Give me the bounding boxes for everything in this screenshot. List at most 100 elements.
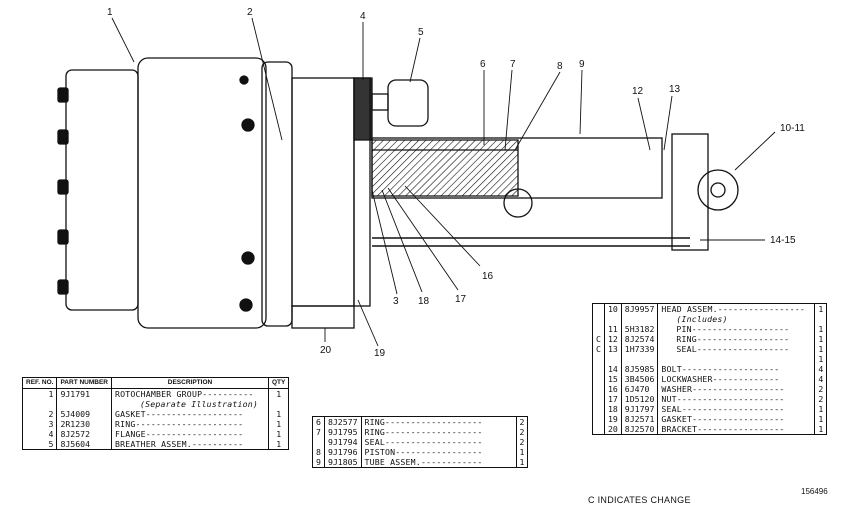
desc-cell: PIN------------------- [657, 324, 816, 334]
desc-cell: LOCKWASHER------------- [657, 374, 816, 384]
part-cell: 1D5120 [621, 394, 659, 404]
callout-3: 3 [393, 296, 399, 307]
callout-6: 6 [480, 59, 486, 70]
qty-cell: 1 [814, 324, 828, 334]
qty-cell: 1 [814, 404, 828, 414]
qty-cell: 1 [814, 414, 828, 424]
qty-cell: 1 [814, 424, 828, 435]
ref-cell: 6 [312, 416, 325, 427]
breather-assembly [387, 79, 429, 127]
desc-cell: SEAL------------------- [361, 437, 517, 447]
column-header-part: PART NUMBER [56, 377, 112, 389]
desc-cell: GASKET------------------- [111, 409, 269, 419]
part-cell: 8J5985 [621, 364, 659, 374]
change-marker [592, 324, 605, 334]
qty-cell: 1 [268, 409, 290, 419]
part-cell [56, 399, 112, 409]
part-cell: 8J5604 [56, 439, 112, 450]
desc-cell: NUT--------------------- [657, 394, 816, 404]
desc-cell: SEAL-------------------- [657, 404, 816, 414]
change-marker [592, 384, 605, 394]
ref-cell: 8 [312, 447, 325, 457]
ref-cell: 20 [604, 424, 622, 435]
desc-cell: FLANGE------------------- [111, 429, 269, 439]
table-row: (Includes) [592, 314, 828, 324]
bracket [291, 305, 355, 329]
ref-cell: 10 [604, 303, 622, 314]
figure-number: 156496 [801, 487, 828, 496]
qty-cell: 4 [814, 374, 828, 384]
change-marker [592, 374, 605, 384]
part-cell: 9J1791 [56, 388, 112, 399]
qty-cell: 1 [268, 388, 290, 399]
ref-cell: 5 [22, 439, 58, 450]
part-cell [621, 354, 659, 364]
qty-cell [268, 399, 290, 409]
part-cell: 1H7339 [621, 344, 659, 354]
column-header-description: DESCRIPTION [111, 377, 269, 389]
desc-cell: SEAL------------------ [657, 344, 816, 354]
part-cell: 5H3182 [621, 324, 659, 334]
callout-13: 13 [669, 84, 681, 95]
ref-cell: 18 [604, 404, 622, 414]
ref-cell: 12 [604, 334, 622, 344]
qty-cell: 1 [268, 429, 290, 439]
change-marker [592, 394, 605, 404]
change-marker [592, 364, 605, 374]
callout-7: 7 [510, 59, 516, 70]
part-cell: 8J2577 [324, 416, 362, 427]
desc-cell: BOLT------------------- [657, 364, 816, 374]
part-cell: 5J4009 [56, 409, 112, 419]
ref-cell [604, 314, 622, 324]
desc-cell: RING--------------------- [111, 419, 269, 429]
ref-cell [22, 399, 58, 409]
desc-cell [657, 354, 816, 364]
callout-9: 9 [579, 59, 585, 70]
qty-cell: 1 [516, 447, 529, 457]
desc-cell: (Separate Illustration) [111, 399, 269, 409]
rotochamber-back-plate [65, 69, 139, 311]
part-cell: 3B4506 [621, 374, 659, 384]
ref-cell: 7 [312, 427, 325, 437]
callout-16: 16 [482, 271, 494, 282]
qty-cell: 2 [814, 384, 828, 394]
part-cell: 9J1797 [621, 404, 659, 414]
part-cell: 9J1796 [324, 447, 362, 457]
ref-cell: 14 [604, 364, 622, 374]
part-cell: 9J1794 [324, 437, 362, 447]
callout-14-15: 14-15 [770, 235, 796, 246]
part-cell: 8J2572 [56, 429, 112, 439]
desc-cell: BRACKET----------------- [657, 424, 816, 435]
callout-17: 17 [455, 294, 467, 305]
ref-cell: 13 [604, 344, 622, 354]
part-cell: 8J2574 [621, 334, 659, 344]
part-cell: 9J1795 [324, 427, 362, 437]
part-cell: 2R1230 [56, 419, 112, 429]
chamber-bolts [57, 87, 69, 295]
qty-cell: 1 [814, 344, 828, 354]
ref-cell: 3 [22, 419, 58, 429]
callout-4: 4 [360, 11, 366, 22]
desc-cell: HEAD ASSEM.----------------- [657, 303, 816, 314]
desc-cell: PISTON----------------- [361, 447, 517, 457]
table-row: (Separate Illustration) [22, 399, 290, 409]
column-header-qty: QTY [268, 377, 290, 389]
qty-cell: 2 [516, 416, 529, 427]
qty-cell: 1 [516, 457, 529, 468]
desc-cell: (Includes) [657, 314, 816, 324]
ref-cell: 4 [22, 429, 58, 439]
ref-cell: 16 [604, 384, 622, 394]
